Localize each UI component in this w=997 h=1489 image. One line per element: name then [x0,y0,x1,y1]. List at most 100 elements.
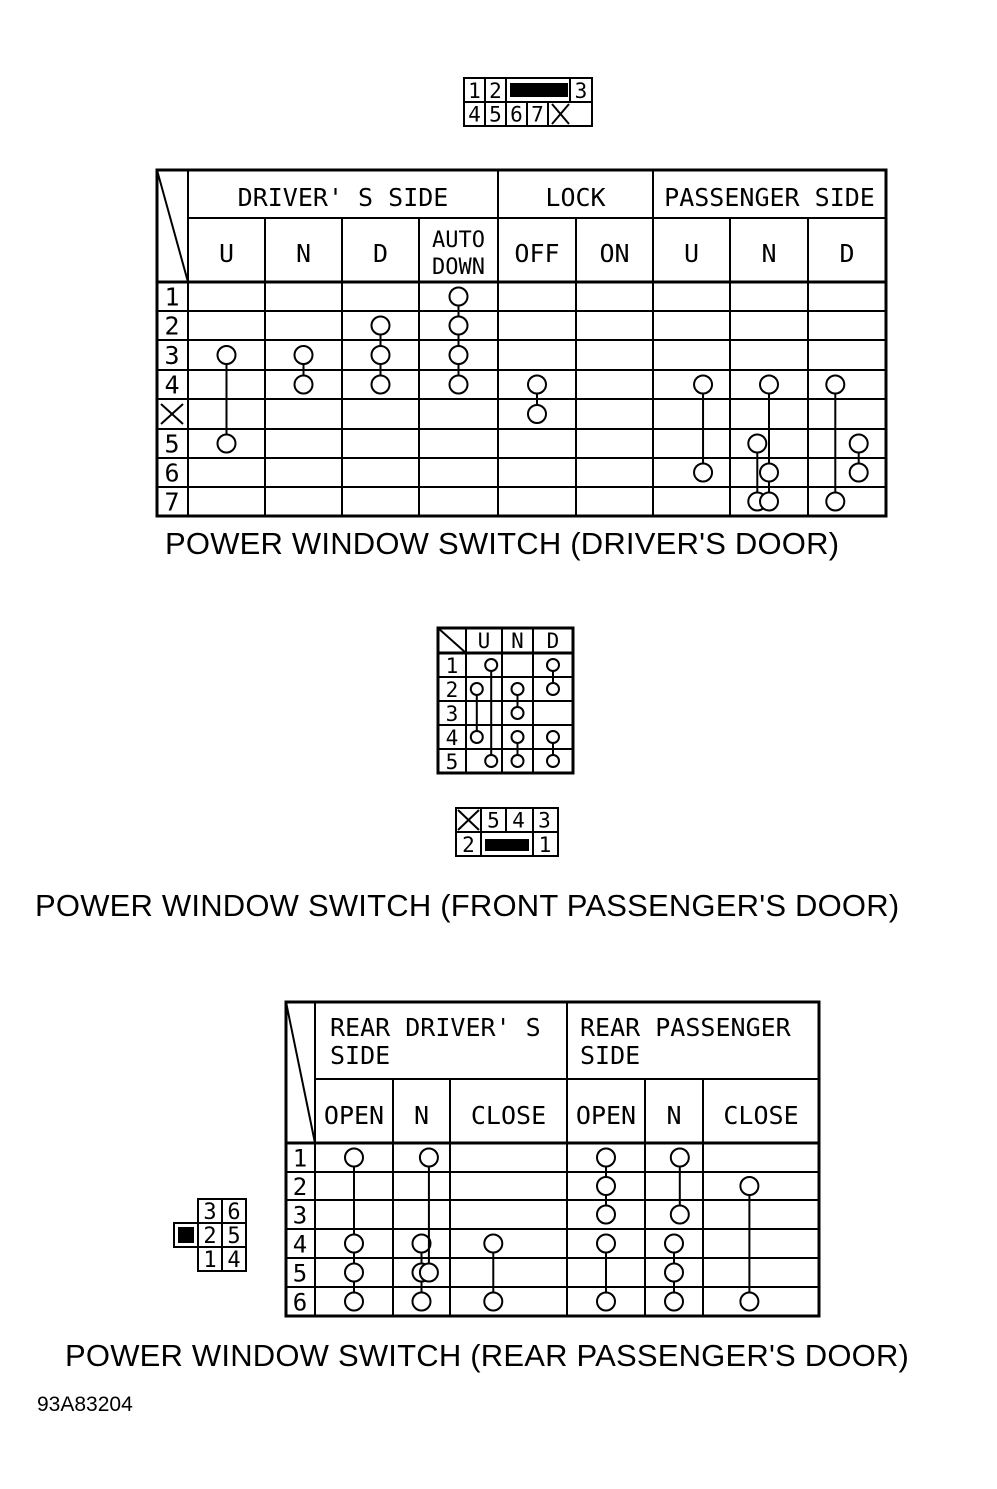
connector-pin-4: 4 [227,1248,240,1273]
continuity-terminal [664,1262,684,1283]
continuity-terminal [596,1176,616,1196]
continuity-terminal [448,345,469,365]
connector-pin-2: 2 [203,1224,216,1249]
column-header-1: N [296,239,311,268]
continuity-terminal [418,1147,439,1168]
row-label-5: 6 [293,1289,307,1317]
column-header-3-line2: DOWN [432,255,485,280]
continuity-terminal [484,754,499,768]
row-label-1: 2 [164,312,179,341]
continuity-terminal [370,374,391,395]
row-label-2: 3 [293,1202,307,1230]
column-header-0: U [478,629,491,653]
column-header-1: N [414,1101,429,1130]
continuity-terminal [510,706,525,720]
continuity-terminal [370,345,391,365]
continuity-terminal [848,433,869,454]
connector-pin-2: 2 [462,833,475,857]
continuity-terminal [510,754,525,768]
continuity-terminal [759,462,779,483]
group-header-0-line2: SIDE [330,1041,390,1070]
continuity-terminal [418,1262,439,1283]
connector-pin-7: 7 [531,103,544,127]
continuity-terminal [825,374,846,395]
connector-pin-3: 3 [575,79,588,103]
group-header-0: REAR DRIVER' S [330,1013,541,1042]
row-label-0: 1 [446,654,459,678]
connector-pin-5: 5 [487,809,500,833]
continuity-terminal [825,491,846,512]
continuity-terminal [510,682,525,696]
column-header-8: D [839,239,854,268]
column-header-2: D [373,239,388,268]
continuity-terminal [344,1147,364,1168]
connector-pin-6: 6 [227,1200,240,1225]
connector-pin-X-blank [551,103,570,125]
continuity-terminal [664,1291,684,1312]
row-label-1: 2 [446,678,459,702]
continuity-terminal [546,754,560,768]
row-label-5: 5 [164,430,179,459]
continuity-terminal [411,1291,432,1312]
continuity-terminal [216,345,237,365]
continuity-terminal [344,1262,364,1283]
continuity-terminal [469,730,484,744]
column-header-6: U [684,239,699,268]
column-header-1: N [511,629,524,653]
column-header-5: CLOSE [723,1101,798,1130]
continuity-terminal [669,1204,690,1225]
column-header-3: AUTO [432,228,485,253]
continuity-terminal [546,730,560,744]
connector-pin-2: 2 [489,79,502,103]
connector-pin-1: 1 [468,79,481,103]
row-label-3: 4 [446,726,459,750]
row-label-2: 3 [446,702,459,726]
continuity-terminal [344,1291,364,1312]
column-header-5: ON [599,239,629,268]
connector-key [178,1227,194,1243]
group-header-2: PASSENGER SIDE [664,183,875,212]
connector-pin-X-blank [457,809,480,831]
column-header-0: U [219,239,234,268]
continuity-terminal [510,730,525,744]
continuity-terminal [759,374,779,395]
connector-latch [173,1222,199,1248]
continuity-terminal [546,658,560,672]
connector-pin-3: 3 [203,1200,216,1225]
column-header-4: N [666,1101,681,1130]
group-header-0: DRIVER' S SIDE [238,183,449,212]
continuity-terminal [448,286,469,307]
connector-pin-1: 1 [203,1248,216,1273]
table-border [155,168,888,518]
header-diagonal [285,1001,316,1144]
continuity-terminal [344,1233,364,1254]
row-label-3: 4 [293,1231,307,1259]
continuity-terminal [747,433,768,454]
connector-pin-6: 6 [510,103,523,127]
row-label-3: 4 [164,371,179,400]
connector-pin-3: 3 [538,809,551,833]
continuity-terminal [527,404,547,424]
continuity-terminal [483,1291,504,1312]
row-label-0: 1 [164,283,179,312]
header-diagonal [156,169,189,283]
continuity-terminal [546,682,560,696]
continuity-terminal [293,345,314,365]
row-label-7: 7 [164,488,179,517]
column-header-3: OPEN [576,1101,636,1130]
continuity-terminal [293,374,314,395]
continuity-terminal [411,1233,432,1254]
caption-rear-passenger-door: POWER WINDOW SWITCH (REAR PASSENGER'S DO… [65,1338,910,1373]
continuity-terminal [739,1176,760,1196]
row-label-4: 5 [446,750,459,774]
connector-pin-4: 4 [468,103,481,127]
continuity-terminal [448,315,469,336]
continuity-terminal [483,1233,504,1254]
